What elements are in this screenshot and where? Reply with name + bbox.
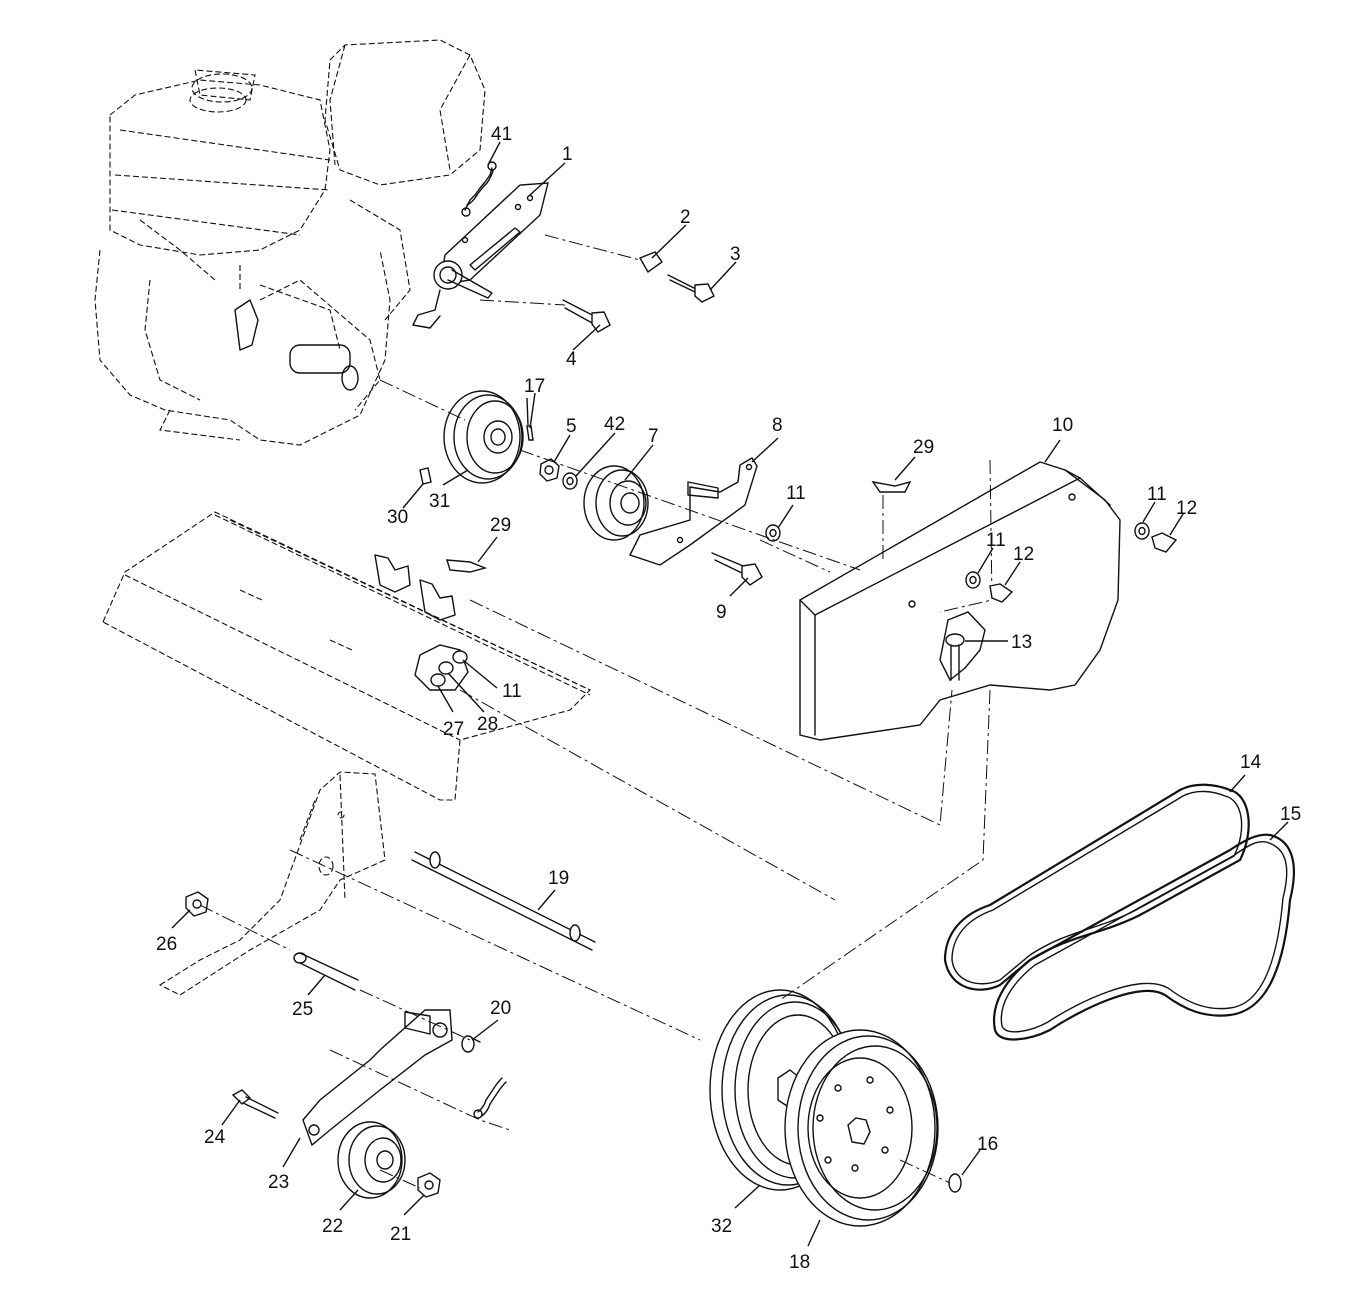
pulley-22 [337,1121,406,1199]
callout-42: 42 [604,414,625,435]
nut-21 [417,1172,441,1198]
clip-29-lower [446,559,488,573]
callout-15: 15 [1280,804,1301,825]
washer-42 [562,472,578,490]
pulley-7 [583,465,649,541]
callout-11-bracket: 11 [786,483,806,504]
callout-11-shield: 11 [502,681,522,702]
callout-5: 5 [566,416,577,437]
bolt-3 [667,274,715,303]
engine-outline [94,39,486,446]
clip-16 [948,1173,962,1193]
callout-8: 8 [772,415,783,436]
callout-18: 18 [789,1252,810,1273]
washer-11-edge [1134,522,1150,540]
clip-29-upper [871,480,912,493]
clip-2 [638,251,663,274]
washer-28 [438,661,454,675]
belt-15 [992,833,1295,1041]
callout-19: 19 [548,868,569,889]
callout-20: 20 [490,998,511,1019]
capnut-12-edge [1151,532,1178,553]
callout-30: 30 [387,507,408,528]
bracket-1 [412,182,549,329]
callout-29-upper: 29 [913,437,934,458]
key-30 [419,467,432,485]
callout-27: 27 [443,719,464,740]
callout-11-edge: 11 [1147,484,1167,505]
callout-24: 24 [204,1127,226,1148]
leader-lines [171,141,1289,1247]
bolt-24 [231,1089,279,1119]
ring-20 [461,1035,481,1053]
callout-11-cover: 11 [986,530,1006,551]
callout-29-lower: 29 [490,515,511,536]
callout-1: 1 [562,144,573,165]
callout-13: 13 [1011,632,1032,653]
washer-11-cover [965,571,981,589]
frame-bracket [158,771,386,996]
callout-25: 25 [292,999,313,1020]
key-17 [526,425,534,441]
bolt-13 [945,633,965,681]
callout-4: 4 [566,349,577,370]
callout-labels: 1 2 3 4 5 7 8 9 10 11 11 11 11 12 12 13 … [156,124,1301,1273]
callout-31: 31 [429,491,450,512]
center-lines [199,234,991,1189]
callout-23: 23 [268,1172,289,1193]
callout-41: 41 [491,124,512,145]
callout-21: 21 [390,1224,411,1245]
washer-11-bracket [765,524,781,542]
capnut-12-cover [989,583,1014,603]
idler-arm-23 [302,1009,453,1147]
callout-26: 26 [156,934,177,955]
spring-lower [473,1077,507,1119]
washer-27 [430,673,446,687]
shaft-19 [411,851,596,951]
belt-14 [943,783,1250,991]
nut-5 [539,458,560,482]
callout-22: 22 [322,1216,343,1237]
callout-17: 17 [524,376,545,397]
belt-cover-10 [799,459,1121,741]
callout-3: 3 [730,244,741,265]
callout-2: 2 [680,207,691,228]
callout-10: 10 [1052,415,1073,436]
callout-7: 7 [648,426,659,447]
callout-12-cover: 12 [1013,544,1034,565]
bolt-4 [562,299,611,333]
callout-12-edge: 12 [1176,498,1197,519]
bolt-9 [711,552,763,586]
callout-28: 28 [477,714,498,735]
callout-9: 9 [716,602,727,623]
bolt-25 [293,952,359,991]
tine-shield [102,511,591,801]
callout-16: 16 [977,1134,998,1155]
callout-32: 32 [711,1216,732,1237]
callout-14: 14 [1240,752,1262,773]
pulley-31 [443,390,524,484]
spring-41 [461,161,497,217]
nut-26 [185,891,209,917]
pulley-18 [784,1029,939,1227]
